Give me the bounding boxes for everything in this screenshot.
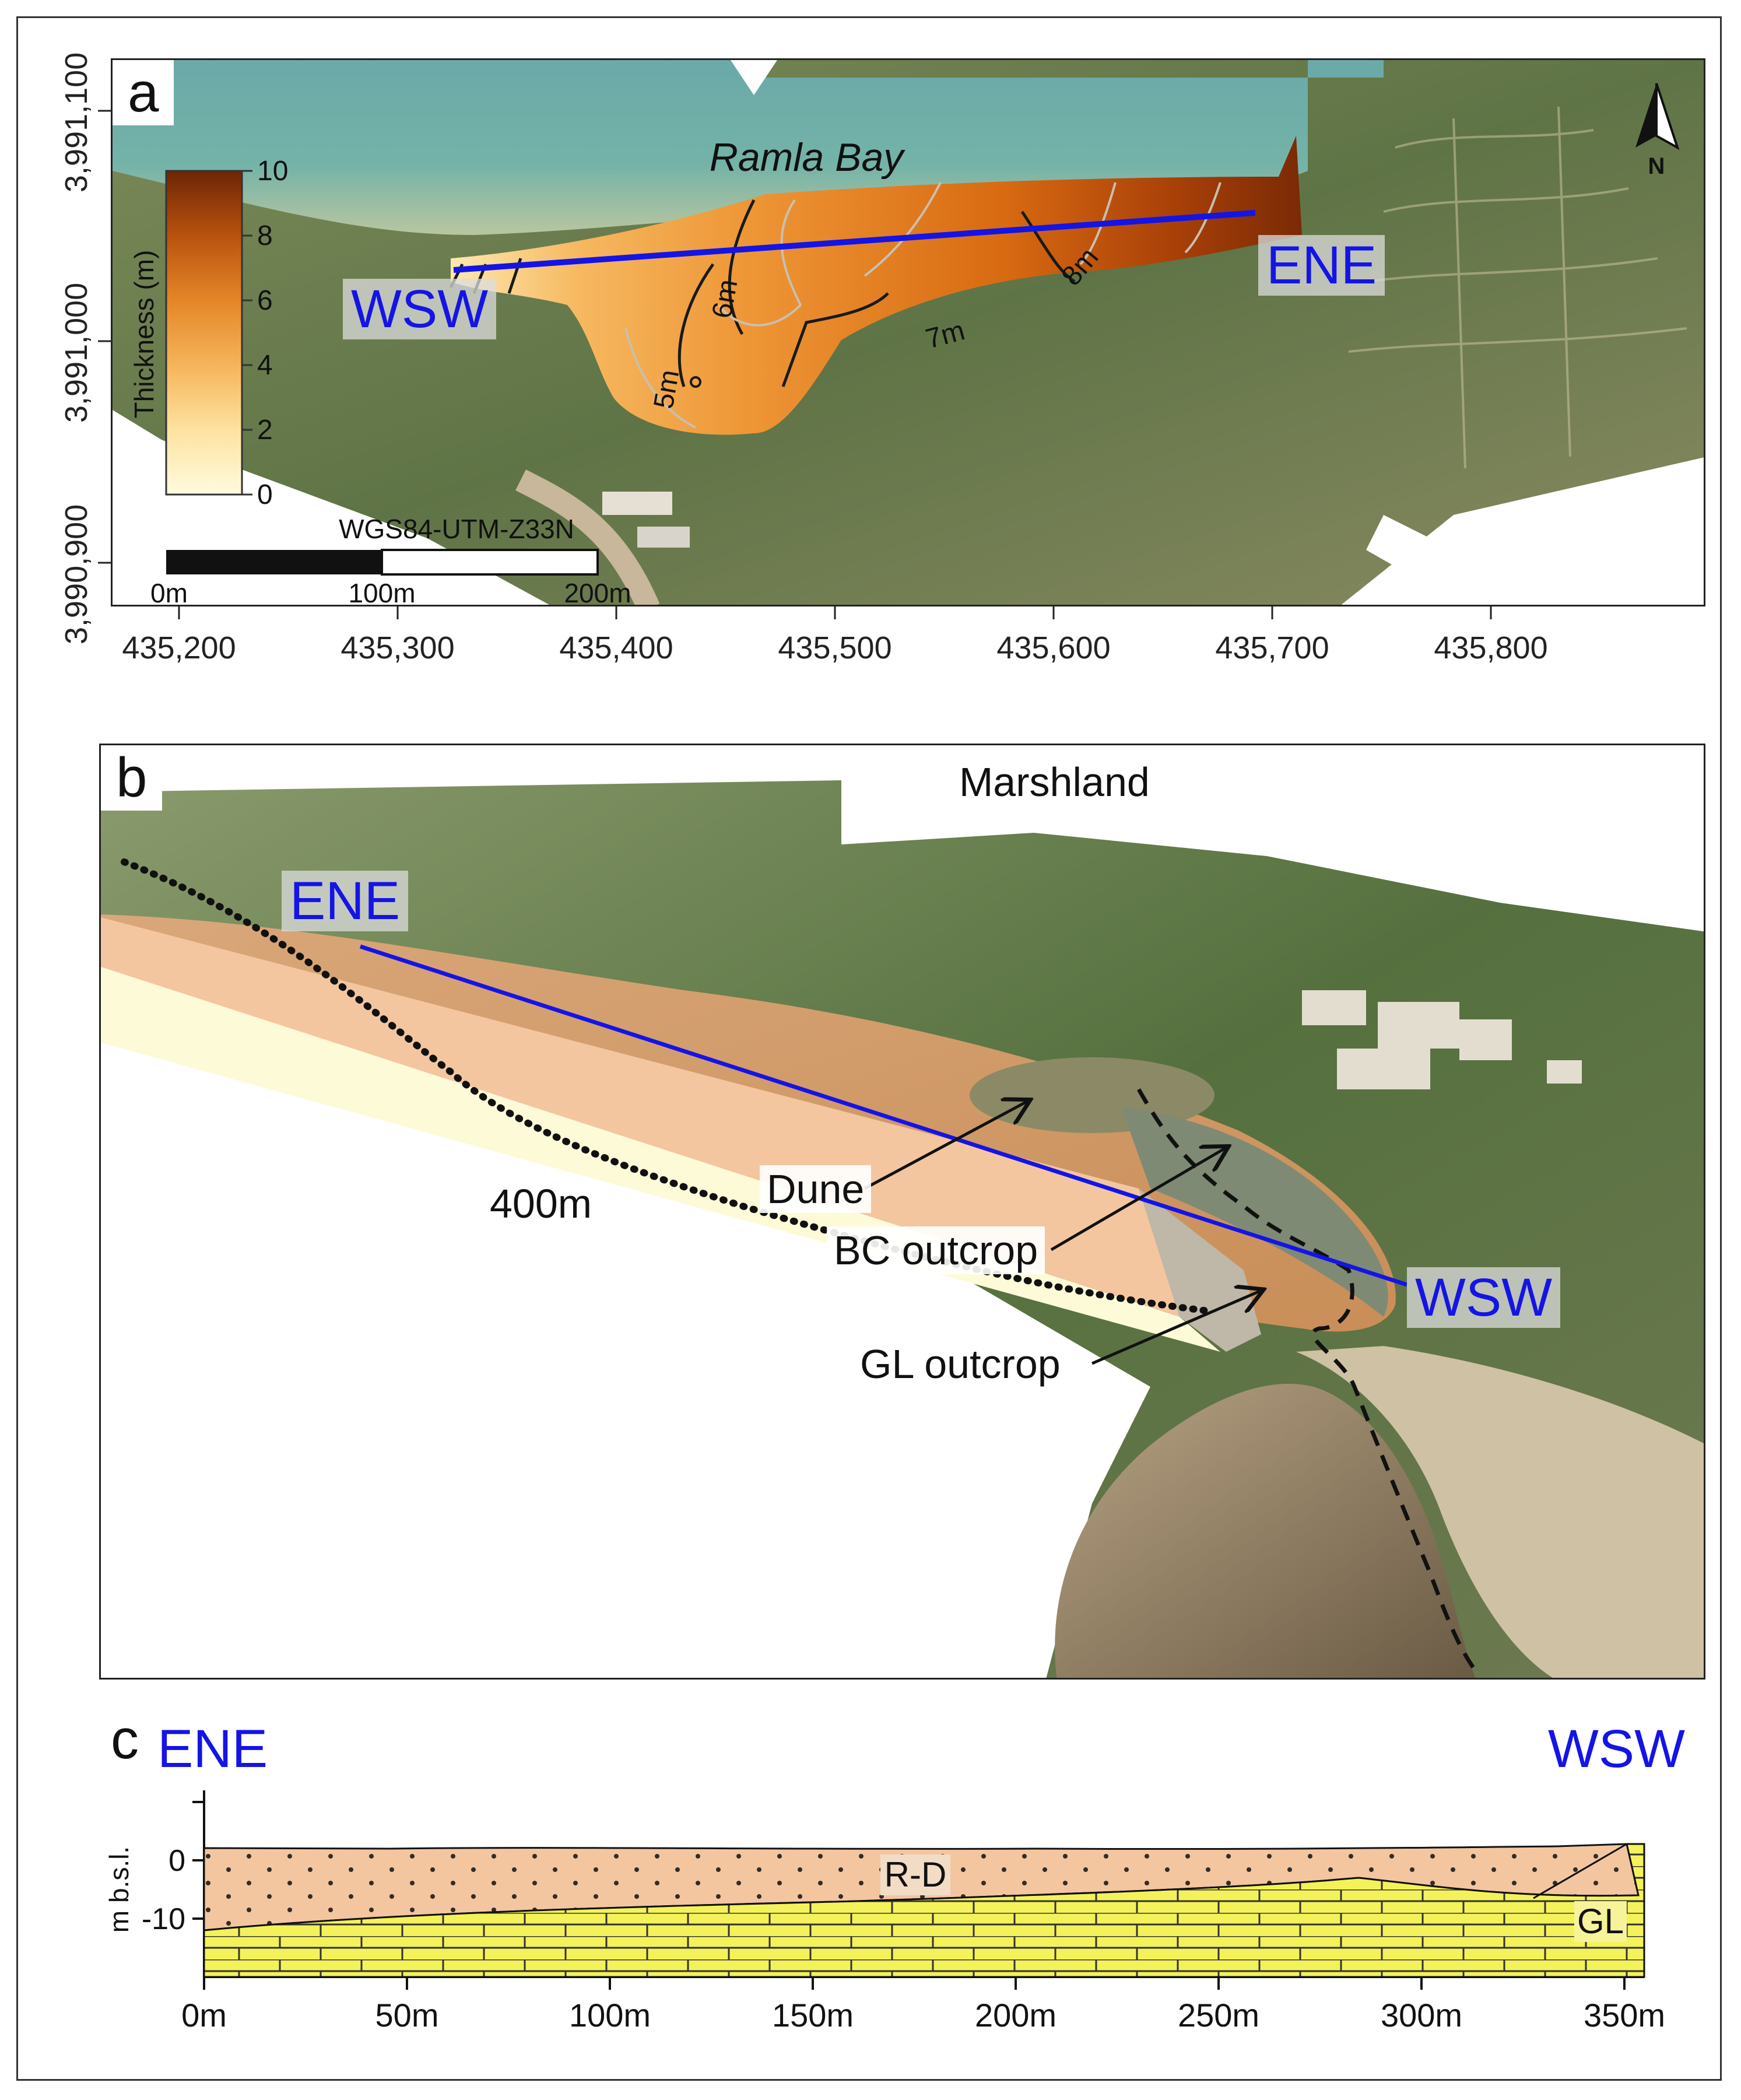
colorbar-ticks: [242, 170, 252, 496]
contour-7m: [781, 292, 889, 387]
x-tick-435700: 435,700: [1215, 630, 1329, 665]
panel-b-oblique-view: b Marshland ENE WSW 400m Dune BC outcrop…: [99, 744, 1705, 1680]
x-tick-435200: 435,200: [122, 630, 236, 665]
profile-label-ene-b: ENE: [282, 871, 409, 931]
scalebar-label-0: 0m: [150, 578, 188, 606]
contour-label-5m: 5m: [648, 367, 686, 411]
x-tick-435600: 435,600: [996, 630, 1111, 665]
section-x-tick-350: 350m: [1584, 1997, 1665, 2034]
panel-c-cross-section: 0m 50m 100m 150m 200m 250m 300m 350m 0 -…: [99, 1703, 1705, 2053]
x-tick-435300: 435,300: [341, 630, 455, 665]
profile-label-ene-a: ENE: [1258, 235, 1385, 296]
section-x-ticks: [203, 1977, 1626, 1990]
gl-contact-line: [1533, 1843, 1627, 1899]
label-dune: Dune: [760, 1165, 872, 1213]
section-x-tick-0: 0m: [181, 1997, 227, 2034]
unit-label-r-d: R-D: [884, 1855, 947, 1894]
dashed-boundary: [1136, 1088, 1479, 1674]
x-tick-435500: 435,500: [778, 630, 892, 665]
scalebar-label-200: 200m: [564, 578, 631, 606]
profile-line-a: [453, 210, 1256, 273]
section-label-ene: ENE: [157, 1719, 268, 1779]
colorbar-tick-2: 2: [257, 415, 273, 446]
scalebar-label-100: 100m: [348, 578, 415, 606]
label-bg-r-d: [880, 1854, 950, 1895]
panel-a-tick-marks: [98, 110, 1492, 619]
section-x-tick-100: 100m: [569, 1997, 651, 2034]
colorbar-tick-0: 0: [257, 479, 273, 510]
annotation-arrows: [864, 1101, 1261, 1365]
section-x-tick-labels: 0m 50m 100m 150m 200m 250m 300m 350m: [181, 1997, 1665, 2034]
distance-label-400m: 400m: [483, 1180, 599, 1228]
scalebar-black: [166, 550, 382, 574]
marshland-label: Marshland: [959, 759, 1150, 805]
y-tick-3991100: 3,991,100: [59, 52, 94, 192]
y-tick-3990900: 3,990,900: [59, 504, 94, 644]
label-gl-outcrop: GL outcrop: [853, 1340, 1068, 1388]
panel-letter-b: b: [101, 745, 163, 811]
profile-label-wsw-b: WSW: [1407, 1267, 1561, 1328]
field-terraces: [1348, 106, 1687, 469]
section-x-tick-150: 150m: [772, 1997, 854, 2034]
arrow-bc-outcrop: [1050, 1148, 1226, 1251]
gl-outcrop-rock: [1139, 1189, 1261, 1352]
section-c-canvas: 0m 50m 100m 150m 200m 250m 300m 350m 0 -…: [104, 1708, 1685, 2034]
distance-dotted-line: [121, 858, 1212, 1314]
profile-label-wsw-a: WSW: [343, 279, 497, 339]
y-tick-3991000: 3,991,000: [59, 282, 94, 423]
path-area: [1296, 1346, 1704, 1678]
building: [637, 527, 690, 548]
oblique-b-canvas: [101, 745, 1704, 1678]
colorbar-tick-10: 10: [257, 156, 288, 187]
layer-gl: [203, 1843, 1645, 1978]
x-tick-435400: 435,400: [559, 630, 673, 665]
north-arrow-icon: N: [1635, 83, 1680, 179]
scalebar-crs: WGS84-UTM-Z33N: [339, 514, 574, 544]
section-y-ticks: [192, 1801, 204, 1920]
section-y-tick-neg10: -10: [142, 1902, 185, 1936]
section-y-tick-labels: 0 -10: [142, 1844, 185, 1936]
thickness-surface: [451, 136, 1302, 435]
panel-a-map: 10 8 6 4 2 0 Thickness (m) WGS84-UTM-Z33…: [111, 58, 1705, 606]
colorbar: [165, 170, 243, 496]
colorbar-tick-4: 4: [257, 350, 273, 381]
section-y-axis-label: m b.s.l.: [104, 1846, 134, 1933]
building: [602, 492, 672, 515]
bay-label: Ramla Bay: [710, 135, 906, 180]
contour-closed: [690, 376, 701, 388]
colorbar-tick-labels: 10 8 6 4 2 0: [257, 156, 288, 510]
section-x-tick-200: 200m: [975, 1997, 1056, 2034]
section-x-tick-300: 300m: [1381, 1997, 1462, 2034]
colorbar-tick-8: 8: [257, 220, 273, 251]
scalebar-white: [381, 549, 599, 576]
section-sand-layer: [101, 917, 1180, 1317]
label-bg-gl: [1574, 1901, 1627, 1942]
nodata-mask: [1366, 515, 1430, 573]
colorbar-title: Thickness (m): [129, 250, 159, 419]
section-y-tick-0: 0: [169, 1844, 185, 1878]
section-label-wsw: WSW: [1548, 1719, 1685, 1779]
arrow-gl-outcrop: [1091, 1291, 1261, 1365]
nodata-mask: [731, 60, 777, 95]
contour-5m: [678, 263, 715, 387]
north-label: N: [1648, 153, 1665, 179]
panel-letter-a: a: [113, 60, 174, 125]
unit-label-gl: GL: [1577, 1902, 1624, 1941]
panel-letter-c: c: [111, 1708, 139, 1771]
contour-8m: [1020, 211, 1076, 283]
road: [515, 469, 660, 605]
section-x-tick-250: 250m: [1178, 1997, 1259, 2034]
arrow-dune: [864, 1101, 1028, 1190]
village-buildings: [1302, 990, 1582, 1089]
colorbar-tick-6: 6: [257, 285, 273, 316]
x-tick-435800: 435,800: [1434, 630, 1548, 665]
section-x-tick-50: 50m: [375, 1997, 439, 2034]
rocky-foreground: [1055, 1383, 1476, 1678]
label-bc-outcrop: BC outcrop: [827, 1226, 1045, 1274]
contour-label-6m: 6m: [707, 277, 744, 321]
profile-line-b: [359, 944, 1408, 1287]
